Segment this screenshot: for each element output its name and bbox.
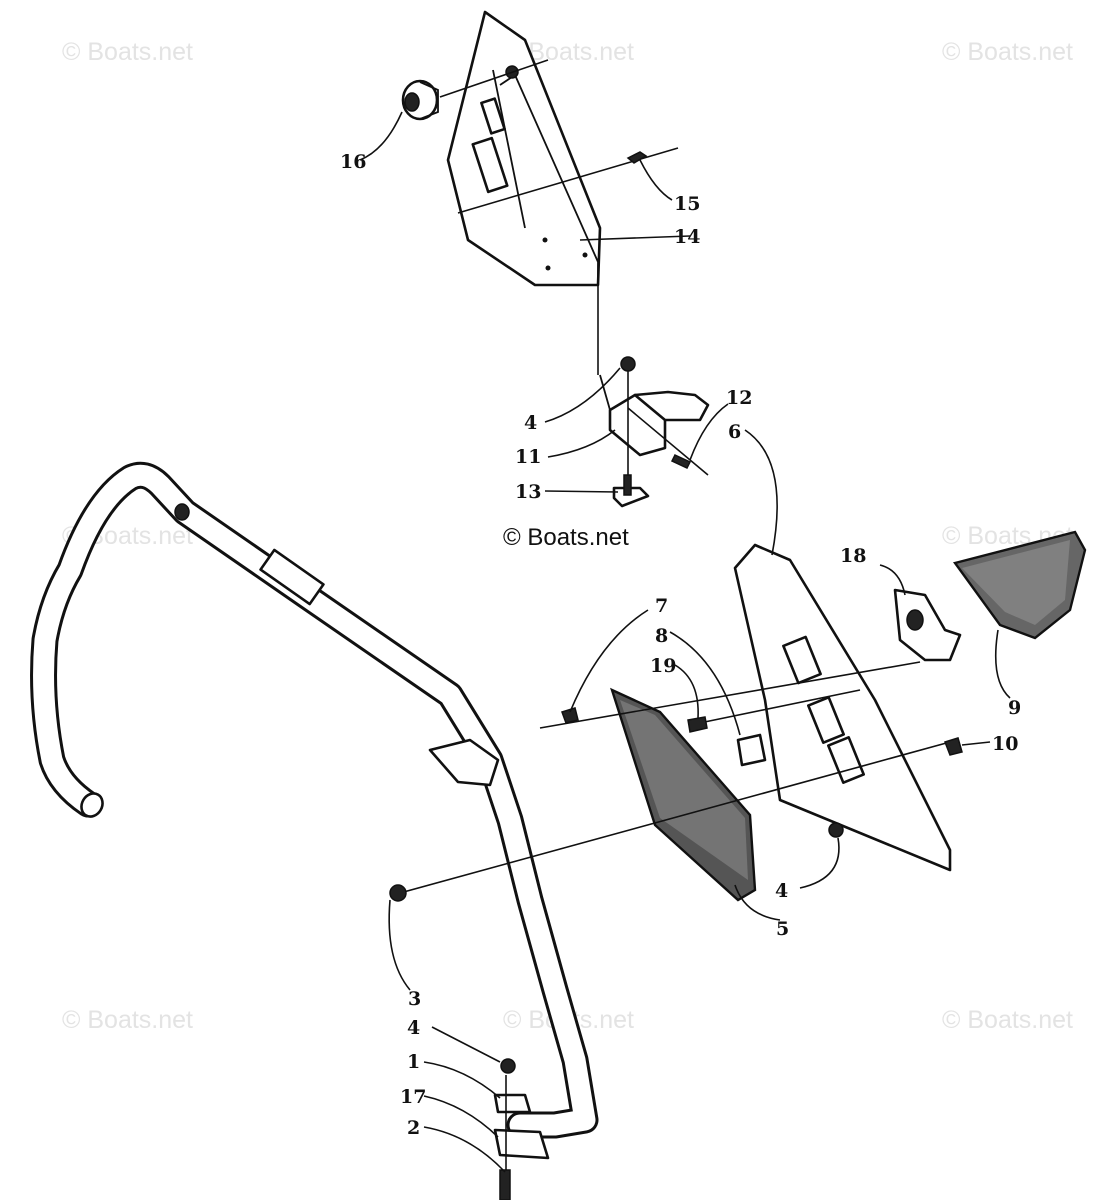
grille-screen xyxy=(610,687,757,902)
callout-12: 12 xyxy=(726,387,752,409)
assembly-line xyxy=(539,661,921,729)
callout-14: 14 xyxy=(674,226,700,248)
callout-16: 16 xyxy=(340,151,366,173)
screw-10 xyxy=(944,737,963,756)
nut-3 xyxy=(389,884,407,902)
upper-bracket-plate xyxy=(446,10,602,287)
watermark-top-right: © Boats.net xyxy=(942,38,1073,66)
callout-6: 6 xyxy=(728,421,741,443)
assembly-line xyxy=(689,689,861,726)
callout-4a: 4 xyxy=(524,412,537,434)
middle-bracket xyxy=(599,356,710,508)
callout-4b: 4 xyxy=(775,880,788,902)
watermark-center: © Boats.net xyxy=(503,524,629,551)
watermark-bottom-right: © Boats.net xyxy=(942,1006,1073,1034)
grommet xyxy=(401,79,439,121)
callout-4c: 4 xyxy=(407,1017,420,1039)
callout-labels: 16 15 14 4 11 13 12 6 7 8 19 18 9 10 4 5… xyxy=(340,151,1021,1139)
callout-15: 15 xyxy=(674,193,700,215)
assembly-line xyxy=(439,59,549,98)
callout-3: 3 xyxy=(408,988,421,1010)
callout-8: 8 xyxy=(655,625,668,647)
callout-5: 5 xyxy=(776,918,789,940)
handlebar-tube xyxy=(30,461,599,1200)
callout-13: 13 xyxy=(515,481,541,503)
bracket-18 xyxy=(893,588,962,662)
callout-10: 10 xyxy=(992,733,1018,755)
callout-18: 18 xyxy=(840,545,866,567)
screw-15 xyxy=(626,151,648,164)
callout-19: 19 xyxy=(650,655,676,677)
watermark-bottom-left: © Boats.net xyxy=(62,1006,193,1034)
callout-2: 2 xyxy=(407,1117,420,1139)
callout-1: 1 xyxy=(407,1051,420,1073)
side-panel xyxy=(733,543,952,872)
callout-17: 17 xyxy=(400,1086,426,1108)
leader-lines xyxy=(359,111,1011,1173)
clip-8 xyxy=(736,733,767,767)
cover-9 xyxy=(952,530,1087,640)
callout-11: 11 xyxy=(515,446,541,468)
callout-7: 7 xyxy=(655,595,668,617)
assembly-line xyxy=(399,741,951,894)
watermark-top-left: © Boats.net xyxy=(62,38,193,66)
rivet-19 xyxy=(687,716,708,733)
callout-9: 9 xyxy=(1008,697,1021,719)
